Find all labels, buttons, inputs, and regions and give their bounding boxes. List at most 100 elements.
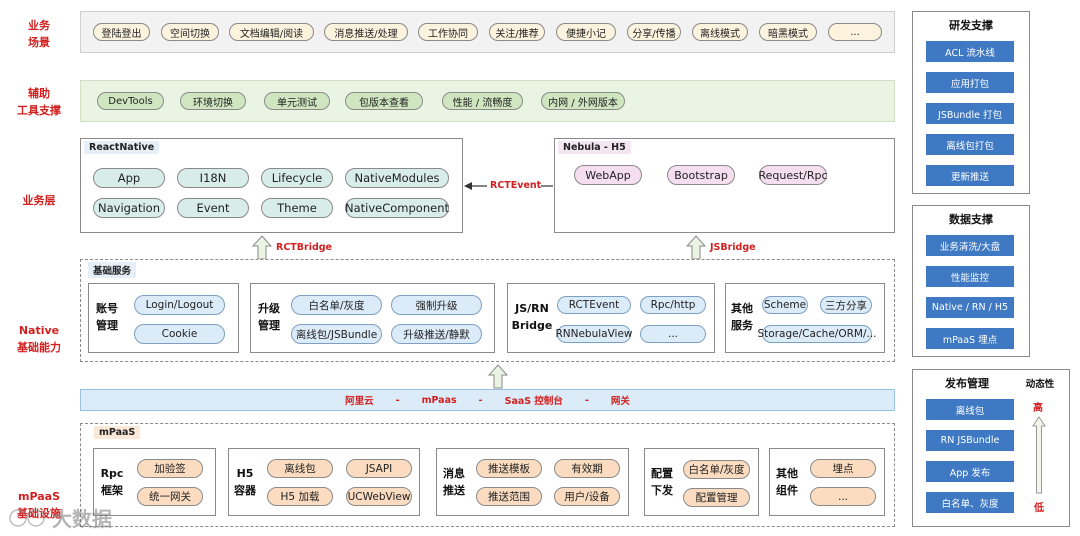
cloud-bar-item: mPaas: [421, 394, 457, 406]
tool-pill: 内网 / 外网版本: [541, 92, 625, 110]
upgrade-pill: 白名单/灰度: [291, 295, 382, 315]
rn-module-pill: Lifecycle: [261, 168, 333, 188]
dynamic-arrow: [1032, 416, 1046, 494]
side-item: JSBundle 打包: [926, 103, 1014, 124]
h5-pill: H5 加载: [267, 487, 333, 506]
msg-pill: 推送模板: [476, 459, 542, 478]
scene-pill: 关注/推荐: [489, 23, 545, 41]
row-label-business-scene: 业务场景: [28, 19, 50, 49]
scene-pill: 空间切换: [161, 23, 219, 41]
cloud-bar-item: 阿里云: [345, 396, 374, 407]
side-item: ACL 流水线: [926, 41, 1014, 62]
scene-pill: 便捷小记: [556, 23, 616, 41]
tool-pill: 单元测试: [264, 92, 330, 110]
mpaas-other-label: 其他组件: [776, 467, 798, 497]
bridge-pill: ...: [640, 325, 706, 343]
tool-pill: 性能 / 流畅度: [442, 92, 523, 110]
js-bridge-arrow: [686, 235, 706, 260]
cloud-bar-sep: -: [584, 394, 589, 406]
msg-pill: 用户/设备: [554, 487, 620, 506]
upgrade-label: 升级管理: [258, 302, 280, 332]
msg-label: 消息推送: [443, 467, 465, 497]
rn-module-pill: Event: [177, 198, 249, 218]
side-item: Native / RN / H5: [926, 297, 1014, 318]
cloud-bar-item: 网关: [610, 396, 630, 407]
side-item: RN JSBundle: [926, 430, 1014, 451]
bridge-pill: RCTEvent: [557, 296, 631, 314]
watermark-text: 大数据: [52, 507, 112, 531]
mpaas-other-pill: ...: [810, 487, 876, 506]
account-pill: Cookie: [134, 324, 225, 344]
other-services-label: 其他服务: [731, 302, 753, 332]
rn-module-pill: NativeModules: [345, 168, 449, 188]
scene-pill: ...: [828, 23, 882, 41]
rn-module-pill: App: [93, 168, 165, 188]
tool-pill: 包版本查看: [345, 92, 423, 110]
nebula-pill: Request/Rpc: [758, 165, 828, 185]
side-item: 业务清洗/大盘: [926, 235, 1014, 256]
bridge-group: [507, 283, 715, 353]
js-bridge-label: JSBridge: [710, 242, 756, 253]
nebula-title: Nebula - H5: [558, 141, 631, 154]
other-service-pill: Scheme: [762, 296, 808, 314]
nebula-pill: WebApp: [574, 165, 642, 185]
data-support-title: 数据支撑: [949, 213, 993, 226]
cloud-bar-sep: -: [478, 394, 483, 406]
side-item: 离线包: [926, 399, 1014, 420]
row-label-aux-tools: 辅助工具支撑: [17, 87, 61, 117]
rpc-pill: 加验签: [137, 459, 203, 478]
scene-pill: 消息推送/处理: [324, 23, 408, 41]
config-pill: 配置管理: [683, 488, 750, 507]
side-item: mPaaS 埋点: [926, 328, 1014, 349]
bridge-pill: RNNebulaView: [555, 325, 633, 343]
nebula-pill: Bootstrap: [667, 165, 735, 185]
scene-pill: 暗黑模式: [759, 23, 817, 41]
rn-module-pill: NativeComponent: [345, 198, 449, 218]
scene-pill: 登陆登出: [93, 23, 150, 41]
side-item: App 发布: [926, 461, 1014, 482]
scene-pill: 分享/传播: [627, 23, 681, 41]
bridge-pill: Rpc/http: [640, 296, 706, 314]
rct-bridge-label: RCTBridge: [276, 242, 332, 253]
rct-event-arrow: [464, 182, 553, 190]
watermark-logo-icon: [9, 508, 45, 527]
cloud-bar-item: SaaS 控制台: [504, 396, 563, 407]
tool-pill: 环境切换: [180, 92, 246, 110]
side-item: 离线包打包: [926, 134, 1014, 155]
h5-pill: JSAPI: [346, 459, 412, 478]
rpc-pill: 统一网关: [137, 487, 203, 506]
dynamic-low: 低: [1034, 503, 1044, 514]
rct-bridge-arrow: [252, 235, 272, 260]
react-native-title: ReactNative: [84, 141, 160, 154]
cloud-bar-sep: -: [395, 394, 400, 406]
side-item: 应用打包: [926, 72, 1014, 93]
h5-pill: UCWebView: [346, 487, 412, 506]
other-service-pill: Storage/Cache/ORM/...: [758, 325, 877, 343]
side-item: 更新推送: [926, 165, 1014, 186]
rn-module-pill: Theme: [261, 198, 333, 218]
msg-pill: 推送范围: [476, 487, 542, 506]
scene-pill: 文档编辑/阅读: [229, 23, 314, 41]
dev-support-title: 研发支撑: [949, 19, 993, 32]
watermark: 大数据: [8, 503, 112, 532]
account-label: 账号管理: [96, 302, 118, 332]
side-item: 性能监控: [926, 266, 1014, 287]
side-item: 白名单、灰度: [926, 492, 1014, 513]
msg-pill: 有效期: [554, 459, 620, 478]
rn-module-pill: Navigation: [93, 198, 165, 218]
cloud-bar: 阿里云 - mPaas - SaaS 控制台 - 网关: [80, 389, 895, 411]
other-service-pill: 三方分享: [820, 296, 872, 314]
row-label-business-layer: 业务层: [22, 194, 56, 207]
scene-pill: 离线模式: [692, 23, 748, 41]
basic-services-title: 基础服务: [88, 262, 137, 278]
upgrade-pill: 强制升级: [391, 295, 482, 315]
mpaas-title: mPaaS: [94, 426, 141, 439]
dynamic-high: 高: [1033, 403, 1043, 414]
cloud-up-arrow: [488, 364, 508, 389]
h5-pill: 离线包: [267, 459, 333, 478]
